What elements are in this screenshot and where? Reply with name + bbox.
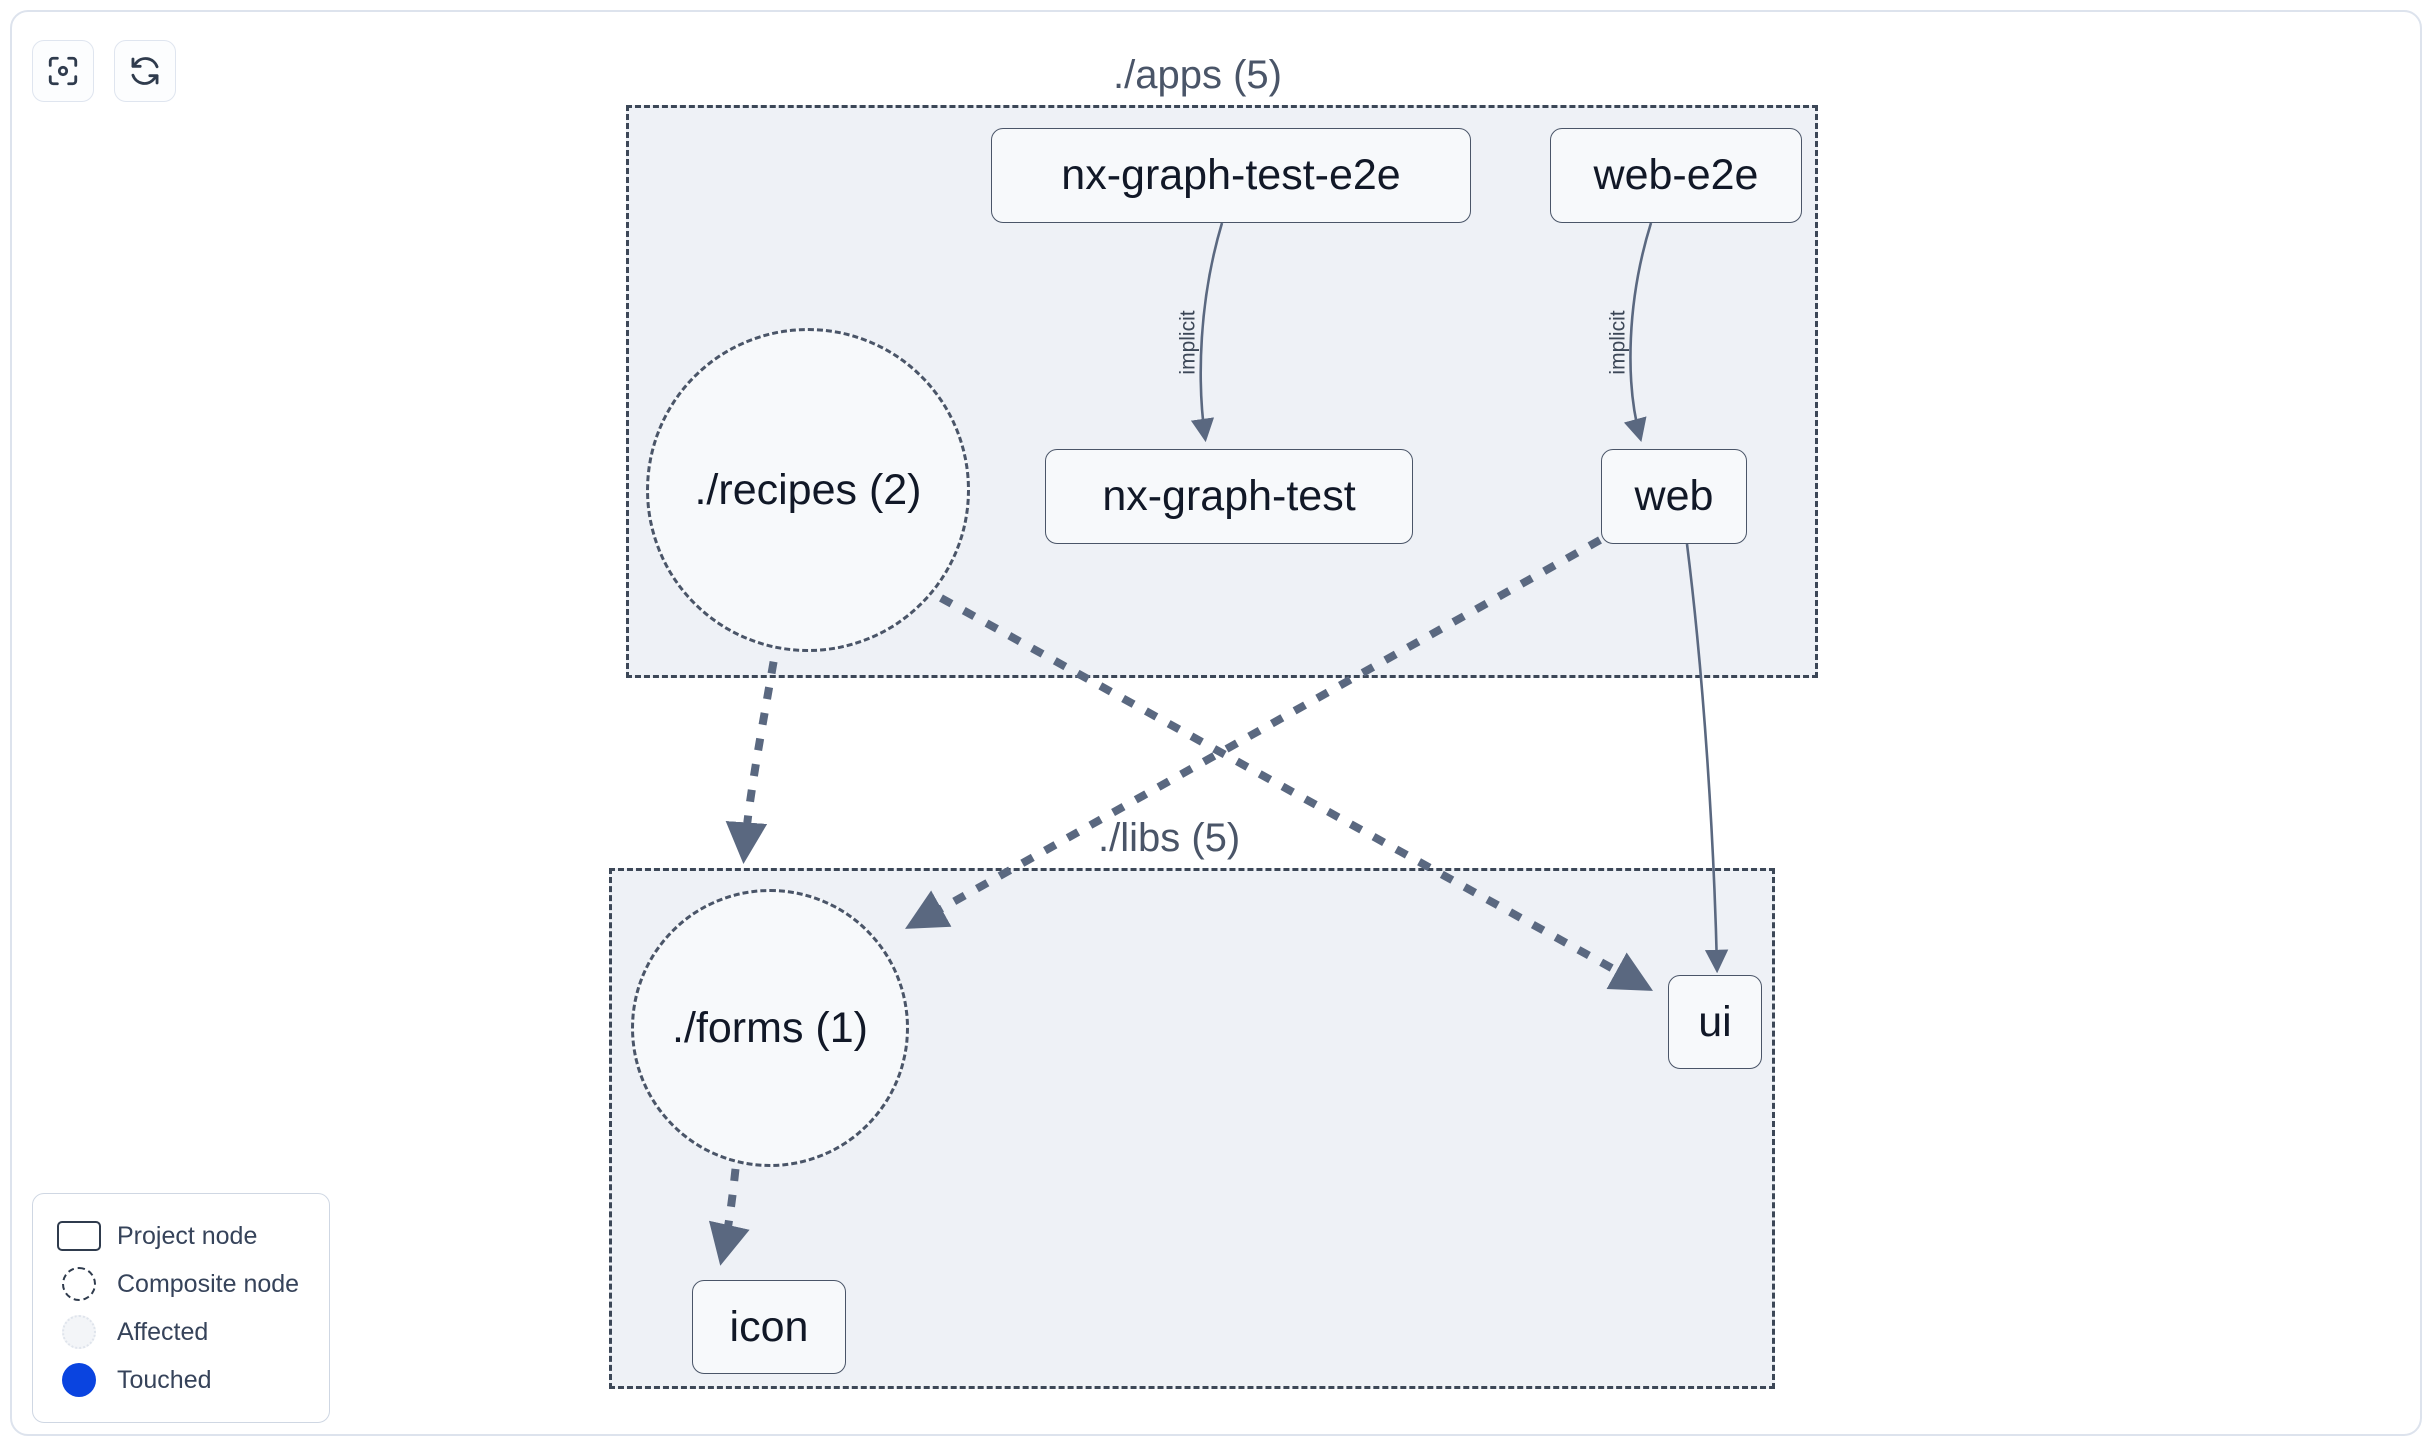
node-nx-graph-test[interactable]: nx-graph-test — [1045, 449, 1413, 544]
focus-target-icon — [46, 54, 80, 88]
affected-swatch-icon — [55, 1315, 103, 1349]
node-ui[interactable]: ui — [1668, 975, 1762, 1069]
node-web[interactable]: web — [1601, 449, 1747, 544]
project-node-swatch-icon — [55, 1221, 103, 1251]
legend-item-touched: Touched — [55, 1356, 309, 1404]
edge-label-implicit-web: implicit — [1606, 310, 1630, 375]
legend-item-affected: Affected — [55, 1308, 309, 1356]
group-label-apps: ./apps (5) — [1113, 53, 1282, 97]
refresh-icon — [128, 54, 162, 88]
node-icon[interactable]: icon — [692, 1280, 846, 1374]
node-recipes-composite[interactable]: ./recipes (2) — [646, 328, 970, 652]
graph-legend: Project node Composite node Affected Tou… — [32, 1193, 330, 1423]
group-label-libs: ./libs (5) — [1098, 816, 1241, 860]
composite-node-swatch-icon — [55, 1267, 103, 1301]
node-nx-graph-test-e2e[interactable]: nx-graph-test-e2e — [991, 128, 1471, 223]
refresh-graph-button[interactable] — [114, 40, 176, 102]
focus-graph-button[interactable] — [32, 40, 94, 102]
edge-label-implicit-nx-graph-test: implicit — [1176, 310, 1200, 375]
legend-item-project-node: Project node — [55, 1212, 309, 1260]
legend-label-touched: Touched — [117, 1365, 212, 1394]
node-web-e2e[interactable]: web-e2e — [1550, 128, 1802, 223]
legend-item-composite-node: Composite node — [55, 1260, 309, 1308]
legend-label-composite-node: Composite node — [117, 1269, 300, 1298]
graph-toolbar — [32, 40, 176, 102]
legend-label-project-node: Project node — [117, 1221, 258, 1250]
legend-label-affected: Affected — [117, 1317, 209, 1346]
touched-swatch-icon — [55, 1363, 103, 1397]
node-forms-composite[interactable]: ./forms (1) — [631, 889, 909, 1167]
